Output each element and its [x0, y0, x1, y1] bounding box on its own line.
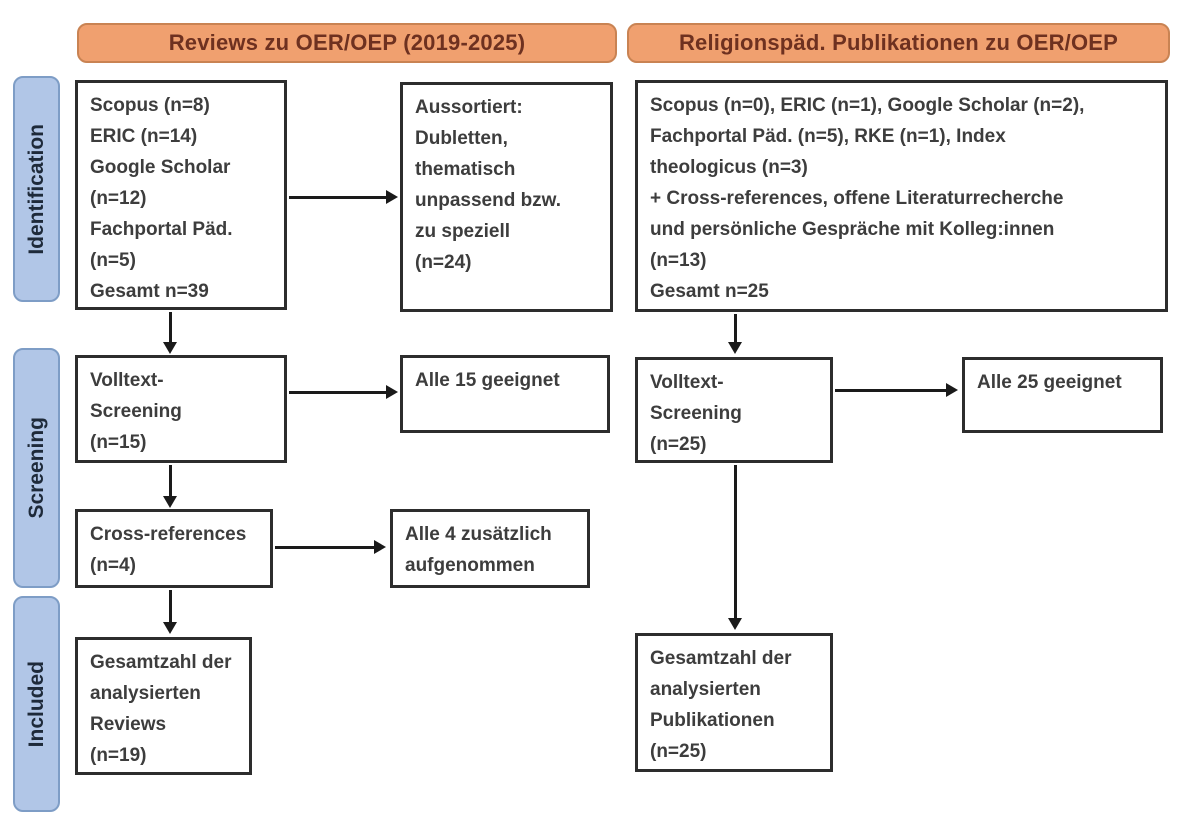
box-left-fulltext-screening: Volltext- Screening (n=15) [75, 355, 287, 463]
arrow-right-fulltext-to-result [835, 383, 958, 397]
box-right-fulltext-screening: Volltext- Screening (n=25) [635, 357, 833, 463]
arrow-left-fulltext-to-result [289, 385, 398, 399]
box-left-included-total: Gesamtzahl der analysierten Reviews (n=1… [75, 637, 252, 775]
column-header-religionspaed: Religionspäd. Publikationen zu OER/OEP [627, 23, 1170, 63]
arrow-left-crossref-to-result [275, 540, 386, 554]
stage-label-included: Included [13, 596, 60, 812]
column-header-religionspaed-label: Religionspäd. Publikationen zu OER/OEP [678, 30, 1119, 55]
box-right-fulltext-result: Alle 25 geeignet [962, 357, 1163, 433]
stage-label-identification: Identification [13, 76, 60, 302]
arrow-left-sources-to-fulltext [163, 312, 177, 354]
box-left-fulltext-result: Alle 15 geeignet [400, 355, 610, 433]
arrow-left-sources-to-excluded [289, 190, 398, 204]
box-left-cross-references-result: Alle 4 zusätzlich aufgenommen [390, 509, 590, 588]
arrow-right-sources-to-fulltext [728, 314, 742, 354]
arrow-left-crossref-to-included [163, 590, 177, 634]
arrow-right-fulltext-to-included [728, 465, 742, 630]
stage-label-screening-text: Screening [24, 417, 48, 519]
stage-label-included-text: Included [24, 660, 48, 748]
column-header-reviews: Reviews zu OER/OEP (2019-2025) [77, 23, 617, 63]
box-left-excluded: Aussortiert: Dubletten, thematisch unpas… [400, 82, 613, 312]
stage-label-identification-text: Identification [24, 123, 48, 255]
box-left-cross-references: Cross-references (n=4) [75, 509, 273, 588]
stage-label-screening: Screening [13, 348, 60, 588]
arrow-left-fulltext-to-crossref [163, 465, 177, 508]
box-left-sources: Scopus (n=8) ERIC (n=14) Google Scholar … [75, 80, 287, 310]
column-header-reviews-label: Reviews zu OER/OEP (2019-2025) [168, 30, 526, 55]
box-right-sources: Scopus (n=0), ERIC (n=1), Google Scholar… [635, 80, 1168, 312]
box-right-included-total: Gesamtzahl der analysierten Publikatione… [635, 633, 833, 772]
